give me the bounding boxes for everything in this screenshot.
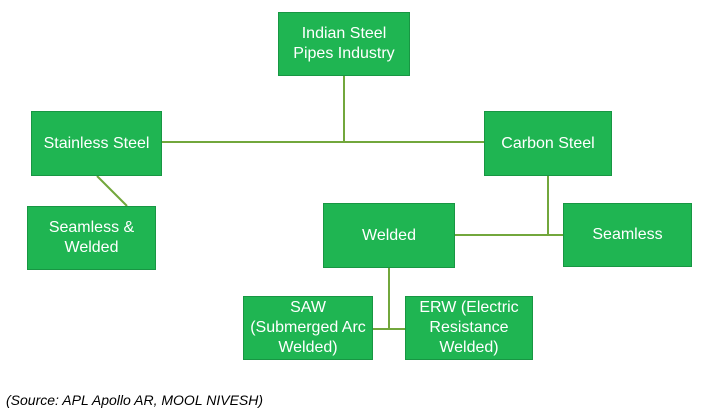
node-welded: Welded [323, 203, 455, 268]
node-carbon-steel: Carbon Steel [484, 111, 612, 176]
source-citation: (Source: APL Apollo AR, MOOL NIVESH) [6, 392, 264, 408]
node-seamless-welded: Seamless & Welded [27, 206, 156, 270]
node-erw: ERW (Electric Resistance Welded) [405, 296, 533, 360]
node-saw: SAW (Submerged Arc Welded) [243, 296, 373, 360]
node-seamless: Seamless [563, 203, 692, 267]
connector-stainless-seamless-welded [96, 175, 128, 207]
node-stainless-steel: Stainless Steel [31, 111, 162, 176]
node-indian-steel-pipes-industry: Indian Steel Pipes Industry [278, 12, 410, 76]
